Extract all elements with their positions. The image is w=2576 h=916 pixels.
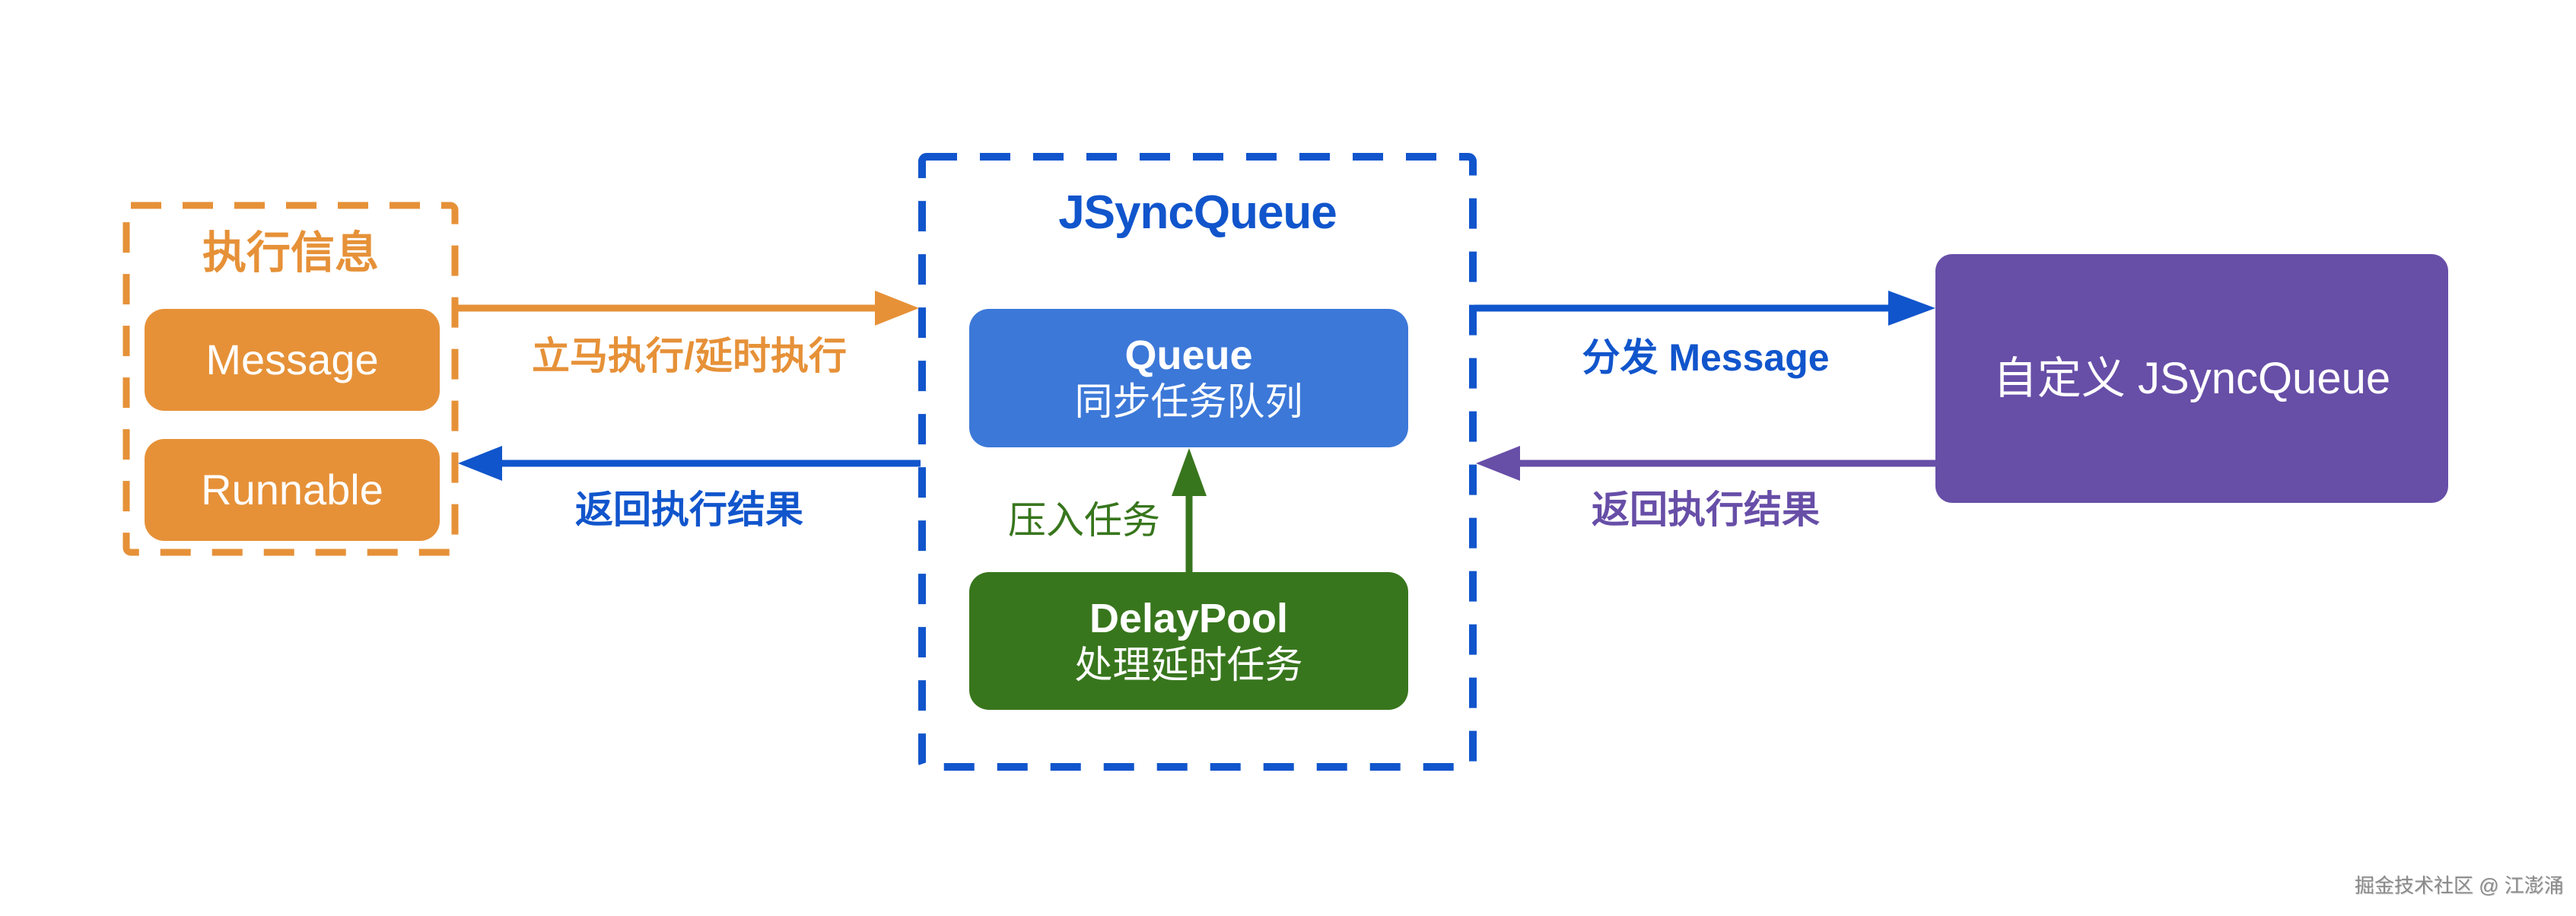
execute-label: 立马执行/延时执行: [532, 335, 847, 377]
runnable-label: Runnable: [201, 466, 383, 514]
delay-pool-box[interactable]: DelayPool 处理延时任务: [969, 572, 1408, 710]
dispatch-label: 分发 Message: [1582, 336, 1830, 379]
custom-jsyncqueue-box[interactable]: 自定义 JSyncQueue: [1935, 254, 2448, 503]
queue-box[interactable]: Queue 同步任务队列: [969, 309, 1408, 447]
message-label: Message: [205, 336, 379, 383]
message-box[interactable]: Message: [145, 309, 440, 411]
return-left-label: 返回执行结果: [575, 488, 803, 531]
return-right-arrow-head: [1476, 446, 1520, 481]
exec-info-title: 执行信息: [202, 228, 379, 278]
exec-info-container: [122, 202, 459, 556]
delay-pool-subtitle: 处理延时任务: [1074, 643, 1303, 686]
execute-arrow-head: [875, 291, 919, 326]
jsyncqueue-container: [918, 153, 1477, 771]
push-arrow-head: [1172, 448, 1207, 496]
push-label: 压入任务: [1008, 499, 1160, 542]
watermark: 掘金技术社区 @ 江澎涌: [2355, 874, 2564, 897]
jsyncqueue-title: JSyncQueue: [1058, 186, 1337, 239]
dispatch-arrow-head: [1888, 291, 1935, 326]
runnable-box[interactable]: Runnable: [145, 439, 440, 541]
queue-title: Queue: [1124, 332, 1253, 378]
delay-pool-title: DelayPool: [1089, 595, 1289, 641]
return-left-arrow-head: [458, 446, 502, 481]
queue-subtitle: 同步任务队列: [1074, 380, 1303, 423]
custom-jsyncqueue-label: 自定义 JSyncQueue: [1992, 353, 2391, 403]
return-right-label: 返回执行结果: [1592, 488, 1820, 531]
